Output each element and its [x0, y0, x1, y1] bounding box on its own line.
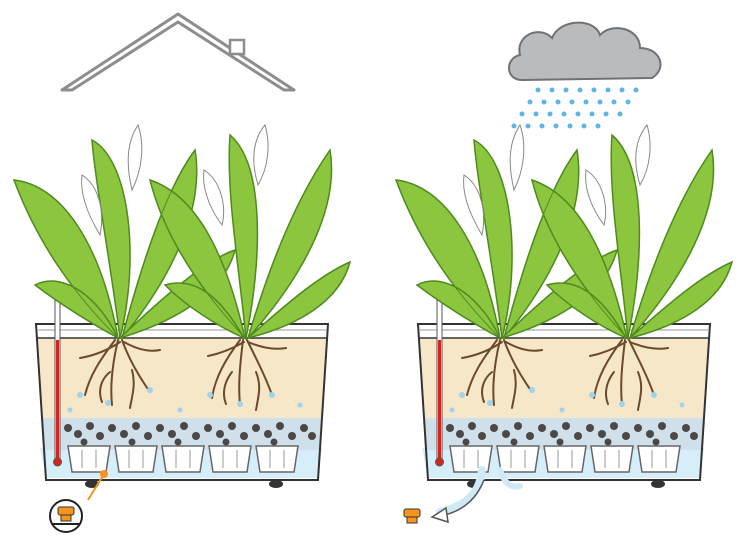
overflow-water [436, 466, 486, 516]
house-roof-icon [60, 12, 296, 92]
drain-plug-icon [49, 499, 83, 533]
rain-cloud-icon [508, 21, 662, 129]
planter-outdoor [395, 124, 733, 489]
panel-indoor [13, 12, 351, 533]
drain-plug-icon [403, 508, 421, 524]
arrow-icon [430, 479, 485, 524]
panel-outdoor [395, 21, 733, 524]
chimney [228, 38, 246, 56]
planter-indoor [13, 124, 351, 489]
